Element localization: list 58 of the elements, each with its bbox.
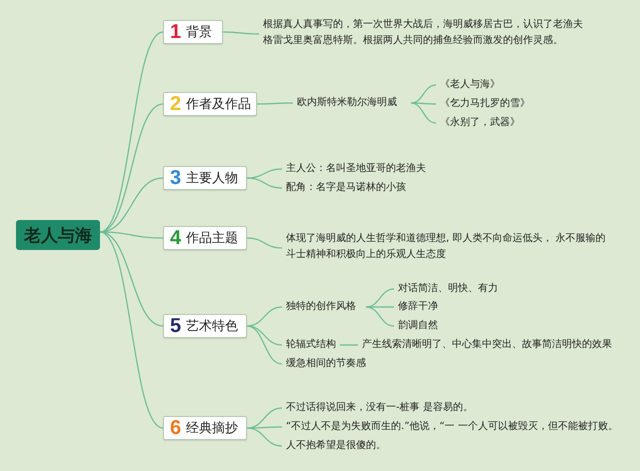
connector-line [246,325,282,365]
connector-line [246,177,282,189]
topic-label: 经典摘抄 [186,420,238,437]
branch-text: 《乞力马扎罗的雪》 [440,96,550,112]
connector-line [366,306,394,308]
connector-line [411,102,436,105]
branch-text: 产生线索清晰明了、中心集中突出、故事简洁明快的效果 [362,337,634,353]
topic-label: 主要人物 [186,170,238,187]
connector-line [246,325,282,346]
topic-box [163,92,257,116]
connector-line [100,177,164,233]
connector-line [257,102,293,105]
branch-text: 《老人与海》 [440,77,530,93]
topic-label: 作品主题 [186,230,238,247]
topic-label: 背景 [186,24,212,41]
central-topic-box: 老人与海 [16,220,100,250]
branch-text: 欧内斯特米勒尔海明威 [297,95,407,111]
topic-box [163,166,247,190]
topic-label: 艺术特色 [186,318,238,335]
branch-text: 根据真人真事写的，第一次世界大战后，海明威移居古巴，认识了老渔夫格雷戈里奥富恩特斯。根据两人共同的捕鱼经验而激发的创作灵感。 [263,17,583,51]
branch-text: 对话简洁、明快、有力 [398,281,508,297]
branch-text: 配角：名字是马诺林的小孩 [286,180,436,196]
connector-line [410,102,436,124]
connector-line [340,344,358,346]
connector-line [410,84,436,104]
branch-text: 《永别了，武器》 [440,115,540,131]
branch-text: 韵调自然 [398,318,448,334]
connector-line [223,31,259,35]
connector-line [246,237,282,249]
connector-line [366,288,394,308]
connector-line [100,231,164,429]
connector-line [100,231,164,327]
branch-text: “不过人不是为失败而生的.”他说，“一 一个人可以被毁灭，但不能被打败。 [286,419,636,435]
topic-box [163,416,247,440]
topic-box [163,226,247,250]
branch-text: 缓急相间的节奏感 [286,356,376,372]
topic-number: 5 [170,316,182,336]
topic-number: 6 [170,418,182,438]
topic-box [163,20,223,44]
topic-number: 1 [170,22,182,42]
branch-text: 修辞干净 [398,299,448,315]
connector-line [100,103,164,233]
topic-box [163,314,247,338]
connector-line [100,31,164,233]
branch-text: 轮辐式结构 [286,337,336,353]
branch-text: 人不抱希望是很傻的。 [286,438,396,454]
topic-number: 3 [170,168,182,188]
branch-text: 体现了海明威的人生哲学和道德理想, 即人类不向命运低头， 永不服输的斗士精神和积极向上的乐观人生态度 [286,231,606,265]
topic-label: 作者及作品 [186,96,252,113]
branch-text: 不过话得说回来，没有一-桩事 是容易的。 [286,400,506,416]
topic-number: 4 [170,228,182,248]
branch-text: 独特的创作风格 [286,299,362,315]
connector-line [246,427,282,447]
branch-text: 主人公：名叫圣地亚哥的老渔夫 [286,161,456,177]
connector-line [246,306,282,327]
connector-line [246,407,282,429]
connector-line [366,306,394,327]
topic-number: 2 [170,94,182,114]
